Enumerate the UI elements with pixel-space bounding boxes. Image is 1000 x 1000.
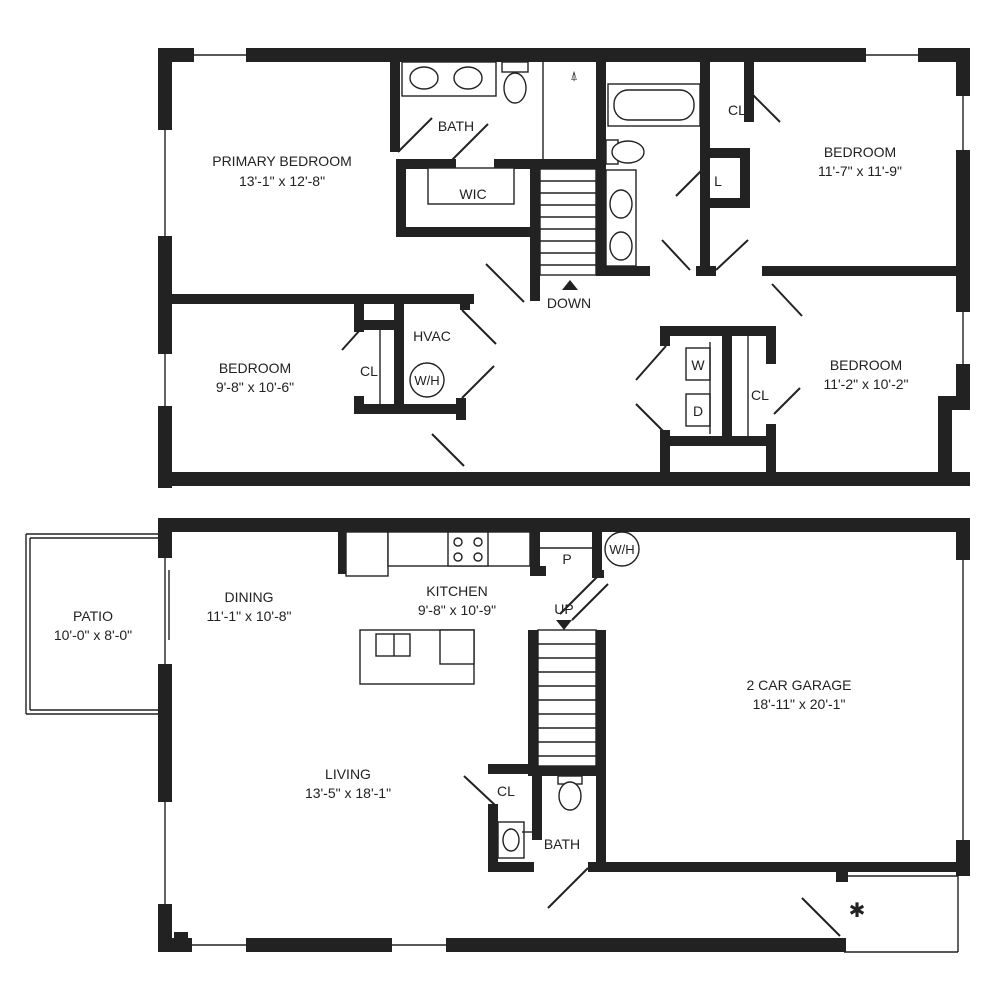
upper-doors [341,93,803,467]
bedroom-se-size: 11'-2" x 10'-2" [823,376,908,392]
stove-icon [447,531,489,567]
lower-fixtures [345,531,640,859]
bedroom-w-size: 9'-8" x 10'-6" [216,379,294,395]
garage-name: 2 CAR GARAGE [746,677,851,693]
linen-label: L [714,173,722,189]
garage-size: 18'-11" x 20'-1" [753,696,846,712]
garage-marker-icon: ✱ [849,900,866,922]
sink-icon [409,66,439,90]
sink-icon [502,828,520,852]
bedroom-se-name: BEDROOM [830,357,902,373]
lower-floor: PATIO 10'-0" x 8'-0" DINING 11'-1" x 10'… [25,518,970,953]
sink-icon [609,231,633,261]
primary-bedroom-size: 13'-1" x 12'-8" [239,173,325,189]
kitchen-size: 9'-8" x 10'-9" [418,602,496,618]
living-name: LIVING [325,766,371,782]
lower-interior-walls [338,532,970,952]
dining-name: DINING [225,589,274,605]
sink-icon [453,66,483,90]
water-heater-icon [409,362,445,398]
down-label: DOWN [547,295,591,311]
upper-interior-walls [172,62,956,476]
water-heater-icon [604,531,640,567]
water-heater-label: W/H [609,542,634,557]
patio-name: PATIO [73,608,113,624]
up-arrow-icon [556,620,572,630]
pantry-label: P [562,551,571,567]
living-size: 13'-5" x 18'-1" [305,785,391,801]
dryer-icon [685,393,711,427]
upper-windows [164,54,964,406]
water-heater-label: W/H [414,373,439,388]
primary-bedroom-name: PRIMARY BEDROOM [212,153,352,169]
lower-labels: PATIO 10'-0" x 8'-0" DINING 11'-1" x 10'… [54,542,866,922]
lower-windows [164,558,964,953]
dining-size: 11'-1" x 10'-8" [206,608,291,624]
wic-label: WIC [459,186,486,202]
closet-ne-label: CL [728,102,746,118]
upper-floor: ⍋ [158,48,970,488]
upper-exterior-walls [158,48,970,488]
closet-label: CL [497,783,515,799]
dryer-label: D [693,403,703,419]
toilet-icon [503,72,527,104]
patio [25,533,160,715]
bedroom-ne-size: 11'-7" x 11'-9" [818,163,902,179]
kitchen-name: KITCHEN [426,583,487,599]
upper-labels: PRIMARY BEDROOM 13'-1" x 12'-8" BATH WIC… [212,102,908,419]
shower-icon: ⍋ [570,68,578,83]
lower-doors [463,575,841,937]
bedroom-w-name: BEDROOM [219,360,291,376]
lower-exterior-walls [158,518,970,952]
toilet-icon [611,140,645,164]
down-arrow-icon [562,280,578,290]
bath-label: BATH [544,836,580,852]
toilet-icon [558,781,582,811]
bedroom-ne-name: BEDROOM [824,144,896,160]
washer-label: W [691,357,705,373]
up-label: UP [554,601,573,617]
sink-icon [609,189,633,219]
upper-fixtures: ⍋ [379,61,749,436]
patio-size: 10'-0" x 8'-0" [54,627,132,643]
hvac-label: HVAC [413,328,451,344]
bath-label: BATH [438,118,474,134]
closet-se-label: CL [751,387,769,403]
sink-icon [375,633,411,657]
closet-w-label: CL [360,363,378,379]
